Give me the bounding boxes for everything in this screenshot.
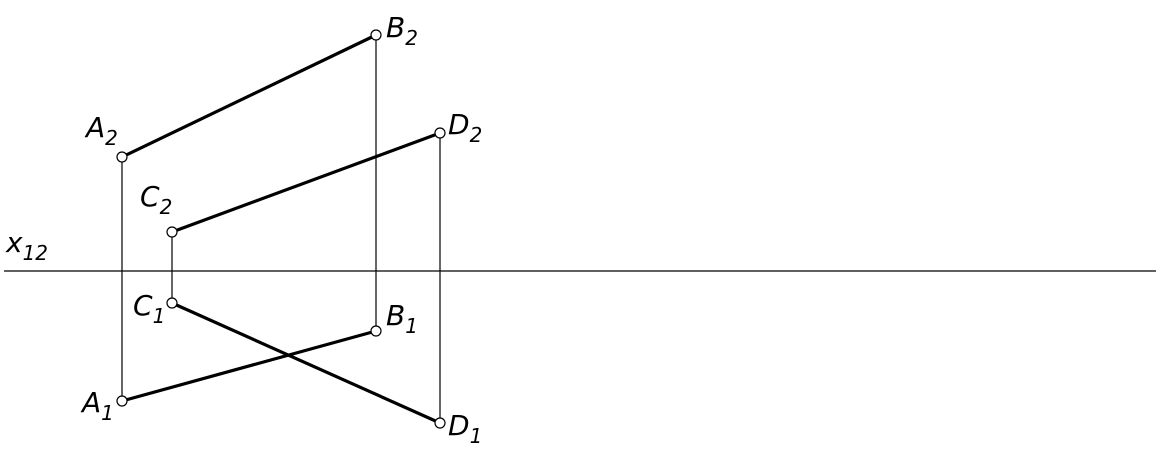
label-a2-letter: A xyxy=(84,111,105,144)
label-b1-sub: 1 xyxy=(405,314,418,338)
label-a1-letter: A xyxy=(80,386,101,419)
segment-c2-d2 xyxy=(170,131,442,234)
label-d1-sub: 1 xyxy=(470,424,483,448)
label-c2-sub: 2 xyxy=(160,195,173,219)
projection-links xyxy=(121,35,441,423)
axis-letter: x xyxy=(5,226,23,259)
label-d2-letter: D xyxy=(448,108,470,141)
point-a1 xyxy=(116,395,128,407)
label-c1: C1 xyxy=(133,289,165,328)
label-c2-letter: C xyxy=(140,180,160,213)
segment-a2-b2 xyxy=(120,33,378,159)
point-b2 xyxy=(370,29,382,41)
point-b1 xyxy=(370,325,382,337)
label-b2: B2 xyxy=(386,11,418,50)
label-d1-letter: D xyxy=(448,409,470,442)
segment-a1-b1 xyxy=(120,329,378,403)
label-d2: D2 xyxy=(448,108,482,147)
label-b1: B1 xyxy=(386,299,418,338)
point-c1 xyxy=(166,297,178,309)
label-b2-letter: B xyxy=(386,11,405,44)
segment-c1-d1 xyxy=(170,301,442,425)
point-a2 xyxy=(116,151,128,163)
points xyxy=(116,29,446,429)
label-a2: A2 xyxy=(84,111,118,150)
label-b1-letter: B xyxy=(386,299,405,332)
axis-label: x12 xyxy=(5,226,48,265)
line-segments xyxy=(120,33,442,425)
label-d2-sub: 2 xyxy=(470,123,483,147)
label-d1: D1 xyxy=(448,409,482,448)
label-a1-sub: 1 xyxy=(101,401,114,425)
label-a2-sub: 2 xyxy=(105,126,118,150)
point-c2 xyxy=(166,226,178,238)
label-b2-sub: 2 xyxy=(405,26,418,50)
point-d1 xyxy=(434,417,446,429)
label-c2: C2 xyxy=(140,180,172,219)
axis-subscript: 12 xyxy=(23,241,48,265)
label-a1: A1 xyxy=(80,386,114,425)
label-c1-sub: 1 xyxy=(153,304,166,328)
point-d2 xyxy=(434,127,446,139)
label-c1-letter: C xyxy=(133,289,153,322)
